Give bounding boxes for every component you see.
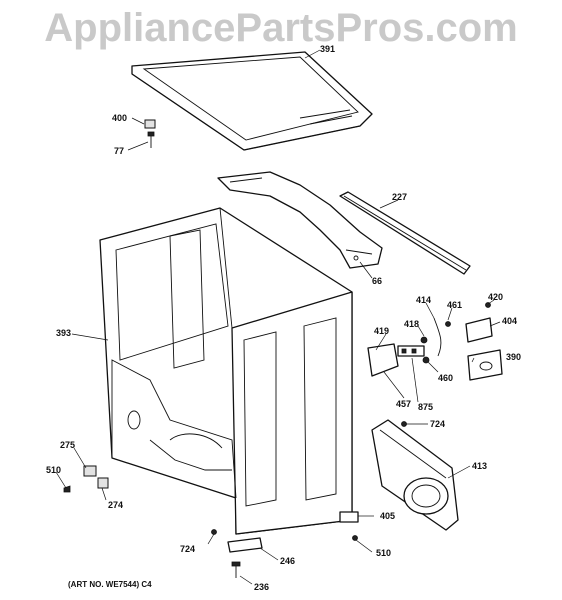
art-number-label: (ART NO. WE7544) C4	[68, 580, 152, 589]
callout-77: 77	[114, 146, 125, 156]
switch-bracket-parts	[367, 302, 503, 381]
rear-rail-part	[339, 191, 471, 275]
callout-413: 413	[472, 461, 488, 471]
callout-510-left: 510	[46, 465, 62, 475]
callout-418: 418	[404, 319, 420, 329]
callout-724-upper: 724	[430, 419, 446, 429]
callout-460: 460	[438, 373, 454, 383]
callout-236: 236	[254, 582, 270, 592]
leader-lines	[55, 49, 501, 585]
watermark-logo-text: AppliancePartsPros.com	[44, 6, 518, 50]
callout-461: 461	[447, 300, 463, 310]
callout-420: 420	[488, 292, 504, 302]
cabinet-part	[99, 207, 353, 535]
callout-274: 274	[108, 500, 124, 510]
callout-414: 414	[416, 295, 432, 305]
callout-400: 400	[112, 113, 128, 123]
callout-391: 391	[320, 44, 336, 54]
callout-404: 404	[502, 316, 518, 326]
callout-227: 227	[392, 192, 408, 202]
top-brace-part	[217, 171, 383, 269]
callout-457: 457	[396, 399, 412, 409]
callout-275: 275	[60, 440, 76, 450]
callout-393: 393	[56, 328, 72, 338]
callout-724-lower: 724	[180, 544, 196, 554]
callout-405: 405	[380, 511, 396, 521]
callout-875: 875	[418, 402, 434, 412]
callout-510-right: 510	[376, 548, 392, 558]
top-cover-part	[131, 51, 373, 151]
callout-419: 419	[374, 326, 390, 336]
callout-66: 66	[372, 276, 383, 286]
small-hardware-parts	[63, 421, 407, 578]
front-panel-part	[371, 419, 459, 531]
hinge-part	[144, 119, 156, 148]
callout-246: 246	[280, 556, 296, 566]
callout-390: 390	[506, 352, 522, 362]
